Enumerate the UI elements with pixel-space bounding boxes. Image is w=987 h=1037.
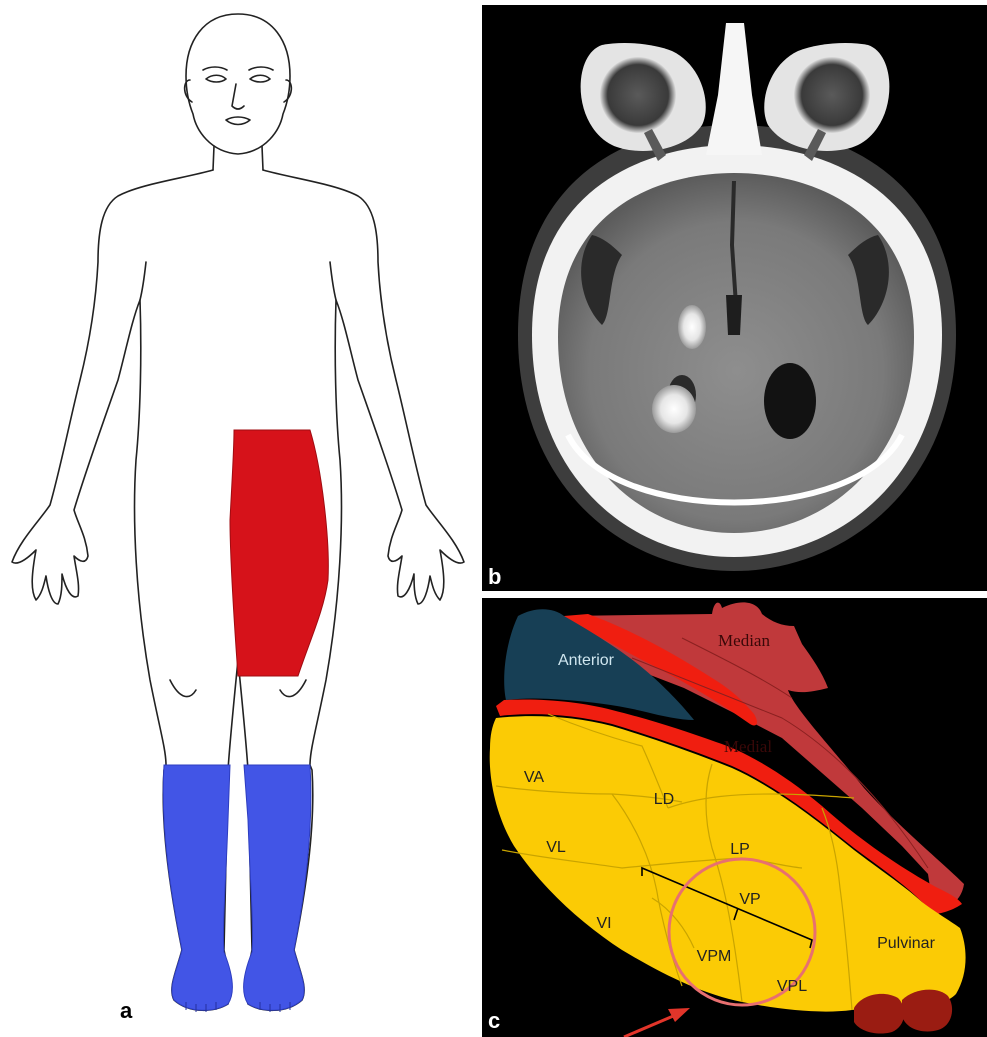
sensory-loss-left-leg-region: [163, 765, 232, 1010]
label-pulvinar: Pulvinar: [877, 935, 935, 952]
left-ear: [185, 80, 192, 102]
right-brow: [249, 67, 273, 70]
right-inner-arm: [330, 262, 336, 300]
pulvinar-tip-right: [902, 990, 952, 1032]
panel-a-body-map: a: [0, 0, 478, 1037]
left-knee: [170, 680, 196, 697]
label-vp: VP: [739, 891, 760, 908]
left-eye: [206, 75, 226, 82]
arrow-icon: [624, 1008, 690, 1037]
neck-left: [213, 146, 214, 170]
thalamus-diagram: Anterior Median Medial VA LD LP VL VI VP…: [482, 598, 987, 1037]
right-eye-globe: [794, 57, 870, 133]
label-va: VA: [524, 769, 544, 786]
mouth: [226, 117, 250, 125]
left-inner-arm: [140, 262, 146, 300]
label-anterior: Anterior: [558, 652, 615, 669]
nasal-bone: [706, 23, 762, 155]
panel-b-ct-scan: b: [482, 5, 987, 591]
label-vpl: VPL: [777, 978, 807, 995]
third-ventricle: [726, 295, 742, 335]
label-lp: LP: [730, 841, 750, 858]
panel-label-a: a: [120, 1000, 132, 1022]
right-occipital-horn: [764, 363, 816, 439]
body-outline-figure: [0, 0, 478, 1037]
panel-label-b: b: [488, 566, 501, 588]
label-median: Median: [718, 631, 770, 650]
sensory-loss-right-leg-region: [244, 765, 311, 1010]
head-outline: [186, 14, 290, 154]
panel-c-thalamus-diagram: Anterior Median Medial VA LD LP VL VI VP…: [482, 598, 987, 1037]
right-ear: [284, 80, 291, 102]
ct-scan-image: [482, 5, 987, 591]
label-vi: VI: [596, 915, 611, 932]
label-vpm: VPM: [697, 948, 732, 965]
thalamic-hemorrhage: [678, 305, 706, 349]
sensory-loss-thigh-region: [230, 430, 328, 676]
nose: [232, 84, 244, 109]
right-eye: [250, 75, 270, 82]
panel-label-c: c: [488, 1010, 500, 1032]
label-medial: Medial: [724, 737, 772, 756]
left-eye-globe: [600, 57, 676, 133]
label-vl: VL: [546, 839, 566, 856]
left-brow: [203, 67, 227, 70]
label-ld: LD: [654, 791, 674, 808]
right-knee: [280, 680, 306, 697]
intraventricular-hemorrhage: [652, 385, 696, 433]
neck-right: [262, 146, 263, 170]
